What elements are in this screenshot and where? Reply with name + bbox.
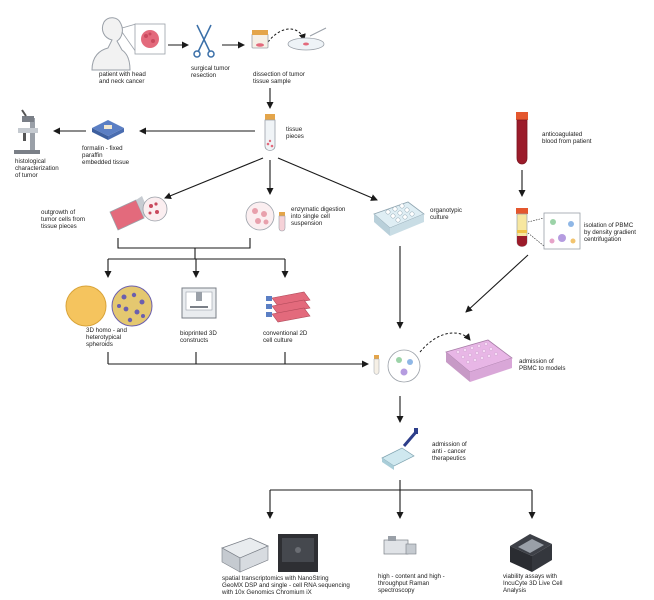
label-pbmc-isolation: isolation of PBMC by density gradient ce… bbox=[584, 222, 636, 244]
label-admission-drugs: admission of anti - cancer therapeutics bbox=[432, 441, 467, 463]
scissors-icon bbox=[193, 24, 215, 58]
well-plate-icon bbox=[373, 339, 513, 383]
label-spheroids: 3D homo - and heterotypical spheroids bbox=[86, 327, 127, 349]
label-anticoagulated: anticoagulated blood from patient bbox=[542, 131, 592, 146]
label-dissection: dissection of tumor tissue sample bbox=[253, 71, 305, 86]
label-tissue-pieces: tissue pieces bbox=[286, 126, 304, 141]
label-conventional: conventional 2D cell culture bbox=[263, 330, 308, 345]
label-outgrowth: outgrowth of tumor cells from tissue pie… bbox=[41, 209, 86, 231]
label-bioprinted: bioprinted 3D constructs bbox=[180, 330, 217, 345]
label-raman: high - content and high - throughput Ram… bbox=[378, 573, 445, 595]
microscope-icon bbox=[14, 109, 40, 154]
patient-icon bbox=[91, 17, 166, 71]
label-organotypic: organotypic culture bbox=[430, 207, 462, 222]
sequencer-icon bbox=[221, 534, 318, 573]
spheroid-icon bbox=[65, 285, 153, 327]
label-ffpe: formalin - fixed paraffin embedded tissu… bbox=[82, 145, 130, 167]
label-viability: viability assays with IncuCyte 3D Live C… bbox=[503, 573, 563, 595]
blood-tube-icon bbox=[516, 112, 528, 165]
flask-icon bbox=[109, 196, 168, 231]
raman-icon bbox=[383, 536, 417, 555]
label-enzymatic: enzymatic digestion into single cell sus… bbox=[291, 206, 346, 228]
label-histology: histological characterization of tumor bbox=[15, 158, 59, 180]
label-patient: patient with head and neck cancer bbox=[99, 71, 146, 86]
pipette-icon bbox=[381, 428, 418, 470]
petri-dish-icon bbox=[251, 27, 327, 51]
connectors bbox=[53, 41, 536, 519]
ffpe-cassette-icon bbox=[92, 120, 124, 140]
tissue-tube-icon bbox=[264, 114, 276, 151]
cell-suspension-icon bbox=[245, 201, 286, 232]
label-admission-pbmc: admission of PBMC to models bbox=[519, 358, 566, 373]
pbmc-tube-icon bbox=[516, 208, 581, 250]
cell-culture-flask-icon bbox=[266, 291, 311, 323]
organotypic-plate-icon bbox=[373, 201, 425, 236]
incucyte-icon bbox=[510, 534, 552, 572]
label-resection: surgical tumor resection bbox=[191, 65, 230, 80]
label-spatial: spatial transcriptomics with NanoString … bbox=[222, 575, 350, 597]
bioprinter-icon bbox=[181, 287, 217, 319]
